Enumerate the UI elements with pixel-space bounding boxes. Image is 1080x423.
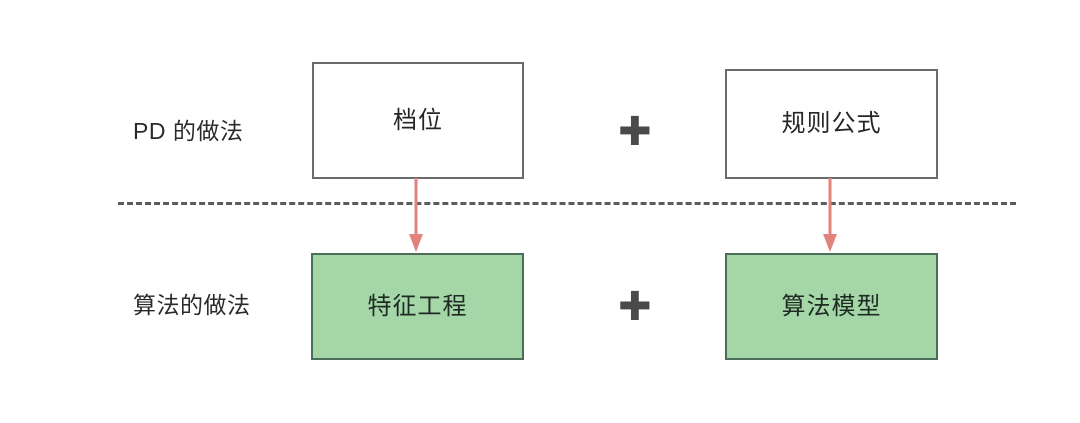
node-box-algorithm-model[interactable]: 算法模型 (725, 253, 938, 360)
row-label-pd: PD 的做法 (133, 118, 244, 144)
arrow-down-icon-formula-to-model (823, 178, 837, 252)
arrow-down-icon-tier-to-feature (409, 178, 423, 252)
section-divider-dashed-line (118, 202, 1016, 205)
plus-icon-top: ✚ (618, 109, 652, 155)
node-box-rule-formula[interactable]: 规则公式 (725, 69, 938, 179)
node-box-feature-engineering[interactable]: 特征工程 (311, 253, 524, 360)
plus-icon-bottom: ✚ (618, 284, 652, 330)
row-label-algorithm: 算法的做法 (133, 292, 251, 318)
node-box-tier[interactable]: 档位 (312, 62, 524, 179)
